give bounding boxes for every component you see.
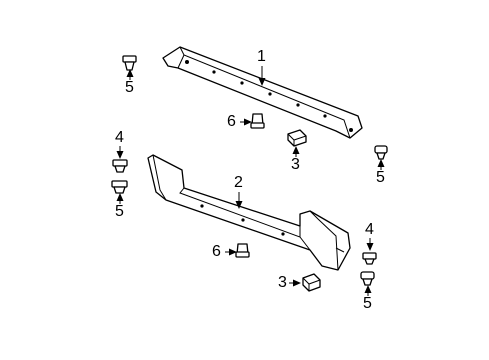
- bolt-6-bottom: [235, 243, 250, 258]
- callout-5-right-top: 5: [376, 169, 385, 186]
- callout-1: 1: [257, 48, 266, 65]
- clip-3-bottom: [302, 273, 321, 292]
- callout-5-top-left: 5: [125, 79, 134, 96]
- callout-5-left: 5: [115, 203, 124, 220]
- leader-lines: [116, 66, 385, 296]
- bolt-5-right-bottom: [360, 271, 375, 286]
- callout-6-bottom: 6: [212, 243, 221, 260]
- callout-4-left: 4: [115, 129, 124, 146]
- clip-3-top: [287, 129, 307, 147]
- callout-3-top: 3: [291, 156, 300, 173]
- callout-5-right-bottom: 5: [363, 295, 372, 312]
- bolt-4-left: [112, 159, 128, 173]
- callout-3-bottom: 3: [278, 274, 287, 291]
- running-board-lower: [147, 154, 351, 271]
- callout-4-right: 4: [365, 221, 374, 238]
- bolt-5-left: [111, 180, 128, 194]
- bolt-5-right-top: [374, 145, 388, 160]
- bolt-6-top: [250, 113, 265, 129]
- running-board-upper: [162, 46, 363, 139]
- bolt-5-top-left: [122, 55, 137, 71]
- callout-6-top: 6: [227, 113, 236, 130]
- callout-2: 2: [234, 174, 243, 191]
- bolt-4-right: [362, 252, 377, 265]
